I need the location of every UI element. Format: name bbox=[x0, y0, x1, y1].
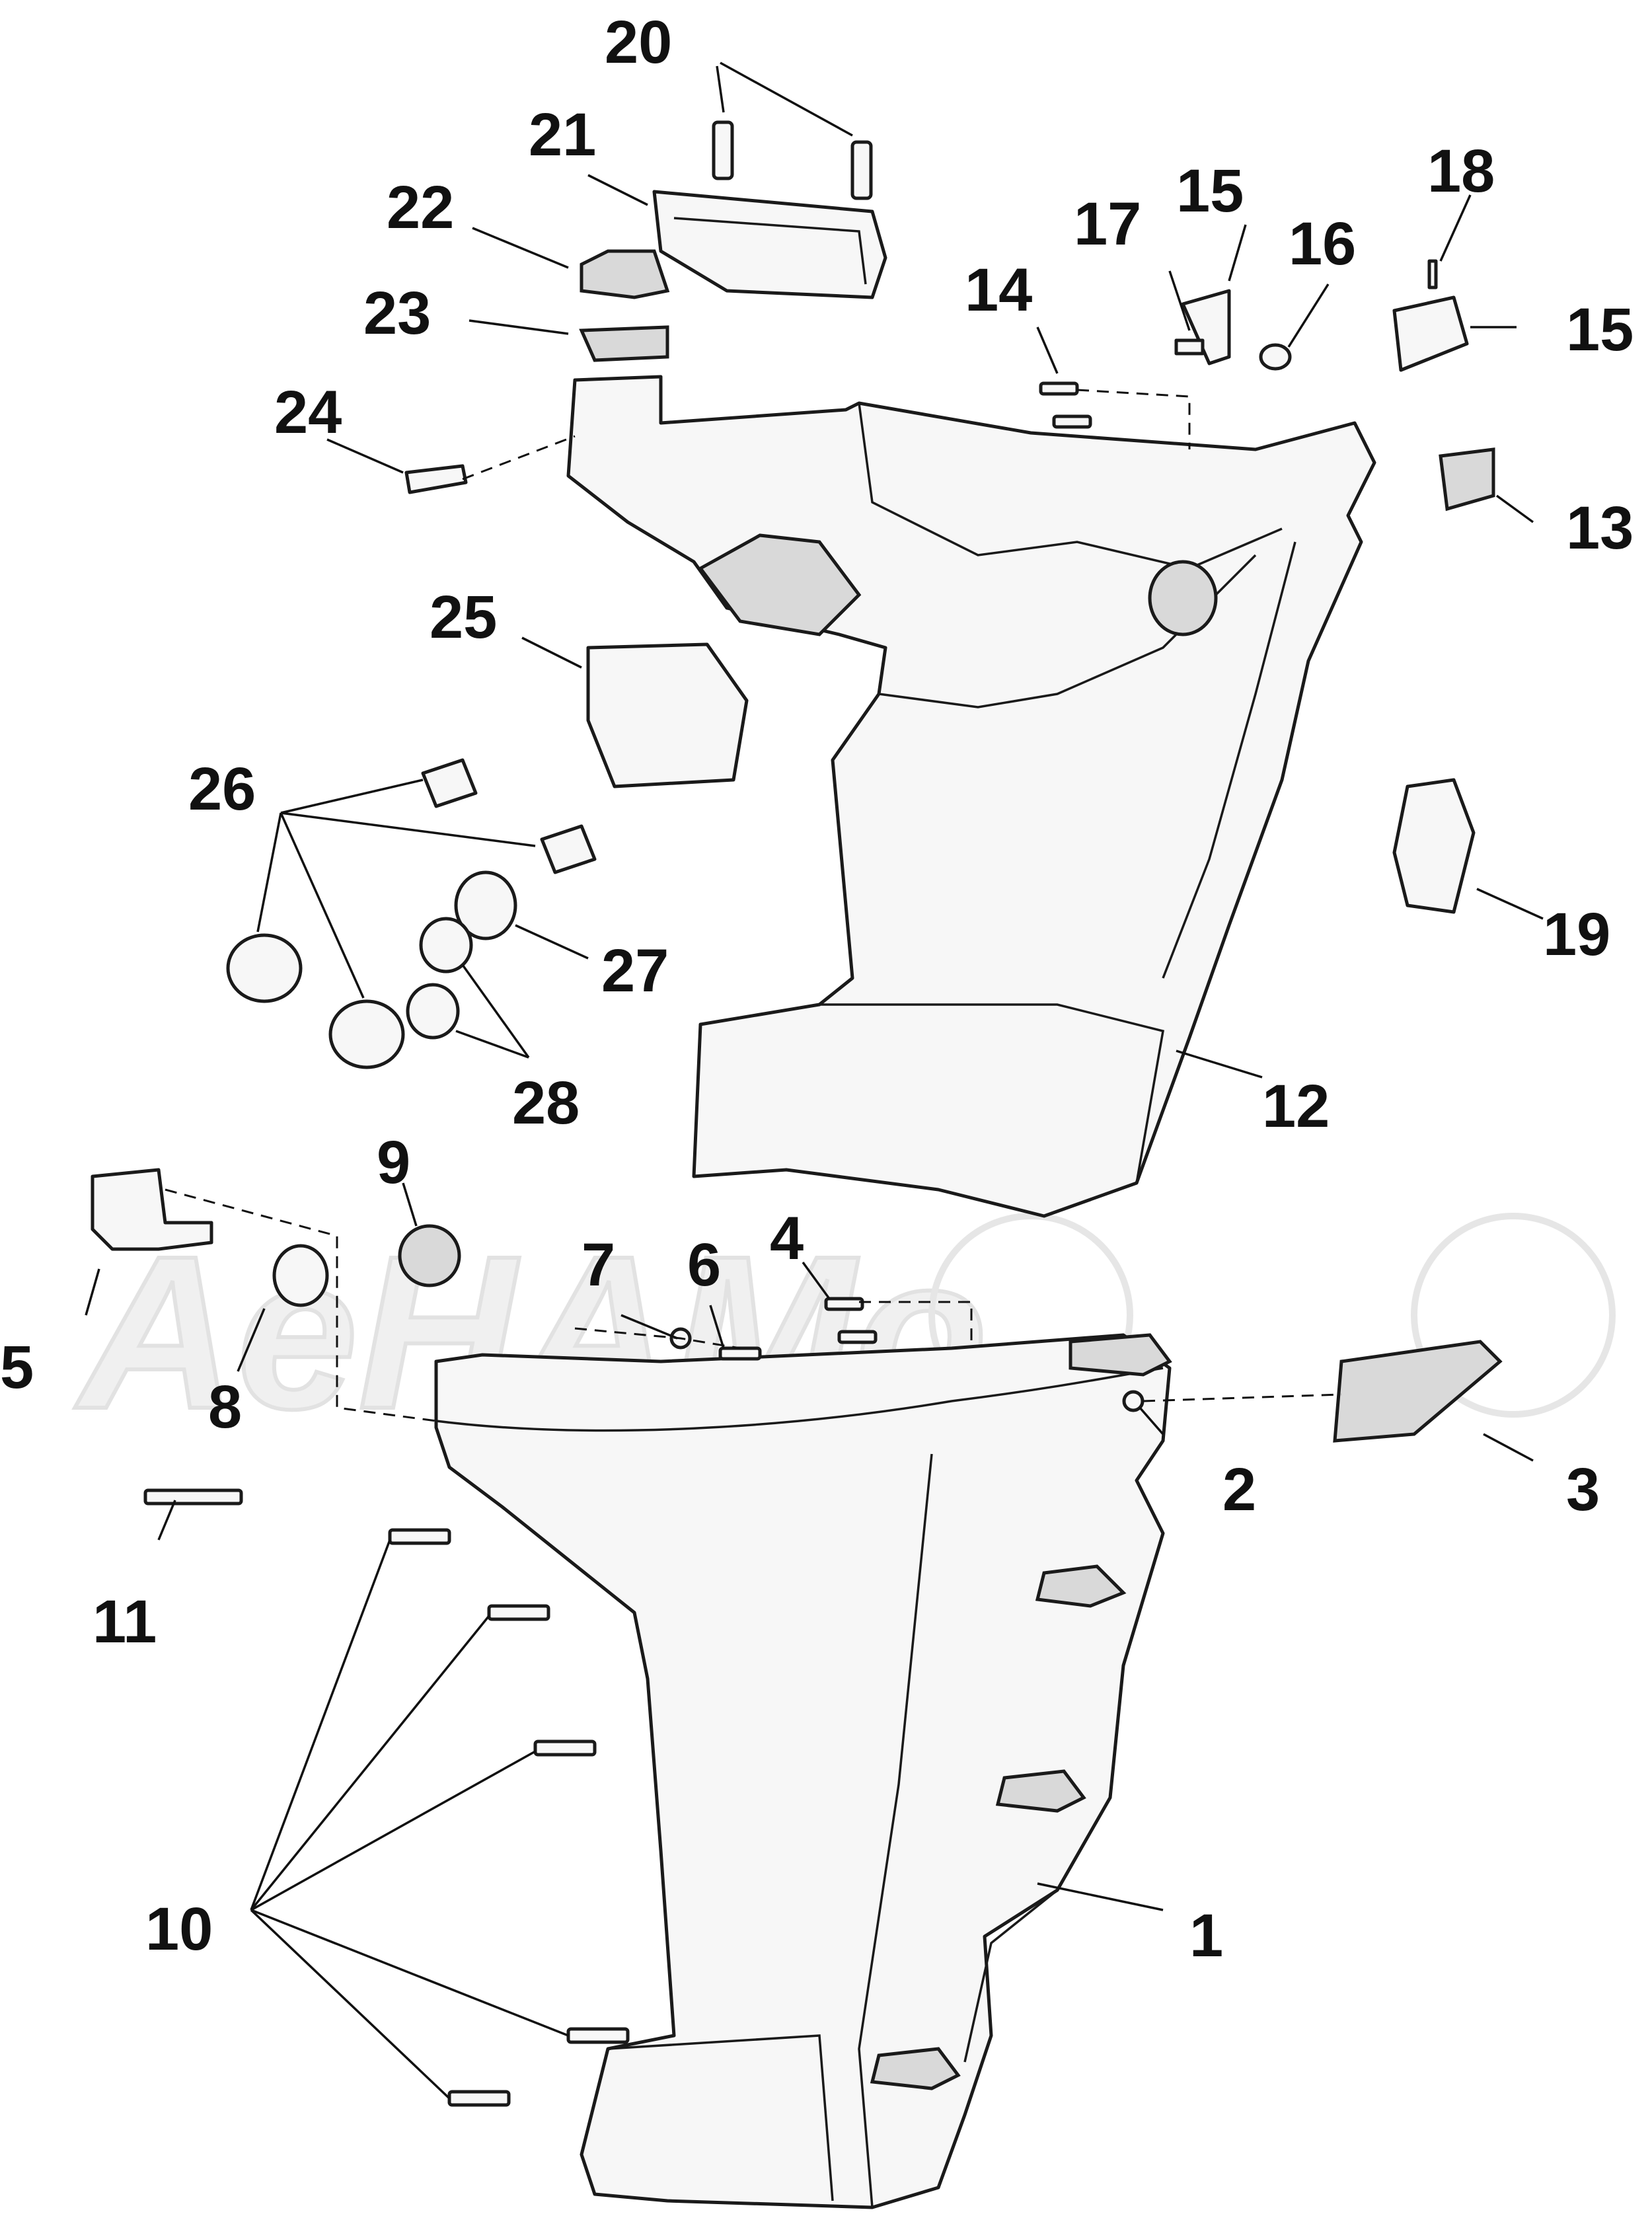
part-26-grommets bbox=[226, 758, 597, 1069]
callout-4: 4 bbox=[770, 1205, 804, 1272]
callout-15-upper: 15 bbox=[1176, 157, 1244, 225]
part-4-screw-lower bbox=[837, 1330, 878, 1344]
callout-7: 7 bbox=[582, 1231, 615, 1299]
part-24-pin bbox=[404, 464, 468, 494]
callout-27: 27 bbox=[601, 937, 669, 1005]
callout-8: 8 bbox=[208, 1373, 242, 1441]
part-1-lower-cowl bbox=[434, 1333, 1172, 2209]
part-28-washer-upper bbox=[419, 917, 473, 974]
part-21-cover bbox=[652, 190, 887, 299]
part-9-plug bbox=[398, 1224, 461, 1287]
part-5-connector bbox=[91, 1168, 213, 1251]
part-16-ring bbox=[1259, 343, 1292, 371]
callout-5: 5 bbox=[0, 1334, 34, 1401]
callout-18: 18 bbox=[1427, 137, 1495, 205]
part-22-latch bbox=[580, 249, 670, 299]
callout-28: 28 bbox=[512, 1069, 580, 1137]
callout-26: 26 bbox=[188, 755, 256, 823]
part-2-nut bbox=[1122, 1390, 1145, 1412]
part-12-upper-cowl bbox=[566, 375, 1376, 1218]
part-10-bolts bbox=[388, 1528, 630, 2107]
callout-13: 13 bbox=[1566, 494, 1633, 562]
callout-12: 12 bbox=[1262, 1073, 1330, 1140]
callout-16: 16 bbox=[1289, 210, 1356, 278]
part-28-washer-lower bbox=[406, 983, 460, 1040]
watermark-wheel-right bbox=[1411, 1213, 1616, 1418]
callout-3: 3 bbox=[1566, 1456, 1600, 1523]
part-8-washer bbox=[272, 1244, 329, 1307]
callout-14: 14 bbox=[965, 256, 1032, 324]
assembly-lines bbox=[165, 389, 1342, 1422]
callout-17: 17 bbox=[1074, 190, 1141, 258]
part-14-screw-upper bbox=[1039, 381, 1079, 396]
callout-2: 2 bbox=[1222, 1456, 1256, 1523]
part-25-bracket bbox=[586, 642, 749, 788]
part-23-latch bbox=[579, 325, 669, 362]
part-6-screw bbox=[718, 1346, 762, 1361]
part-27-grommet bbox=[454, 870, 517, 940]
leader-lines bbox=[85, 61, 1544, 2100]
callout-11: 11 bbox=[93, 1588, 157, 1656]
callout-1: 1 bbox=[1189, 1902, 1223, 1969]
part-4-screw-upper bbox=[824, 1297, 864, 1311]
callout-25: 25 bbox=[430, 584, 497, 651]
part-20-bolt-left bbox=[712, 120, 734, 180]
callout-labels: 1 2 3 4 5 6 7 8 9 10 11 12 13 14 15 15 1… bbox=[0, 9, 1633, 1969]
part-18-pin bbox=[1427, 259, 1438, 289]
callout-24: 24 bbox=[274, 379, 342, 446]
watermark-text: AeHAMo bbox=[73, 1210, 988, 1454]
callout-10: 10 bbox=[145, 1895, 213, 1963]
callout-20: 20 bbox=[605, 9, 672, 76]
callout-6: 6 bbox=[687, 1231, 721, 1299]
callout-15-right: 15 bbox=[1566, 296, 1633, 363]
part-20-bolt-right bbox=[850, 140, 873, 200]
part-15-latch-right bbox=[1392, 295, 1469, 372]
part-17-screw bbox=[1174, 338, 1205, 356]
callout-23: 23 bbox=[363, 280, 431, 347]
callout-22: 22 bbox=[387, 174, 454, 241]
part-14-screw-lower bbox=[1052, 414, 1092, 429]
part-13-trim bbox=[1439, 447, 1495, 512]
part-19-grommet bbox=[1392, 778, 1476, 914]
callout-21: 21 bbox=[529, 101, 596, 169]
part-3-trim bbox=[1333, 1340, 1503, 1443]
part-11-bolt bbox=[143, 1488, 243, 1506]
callout-19: 19 bbox=[1543, 901, 1610, 968]
watermark: AeHAMo bbox=[71, 1208, 1616, 1456]
callout-9: 9 bbox=[377, 1129, 410, 1196]
